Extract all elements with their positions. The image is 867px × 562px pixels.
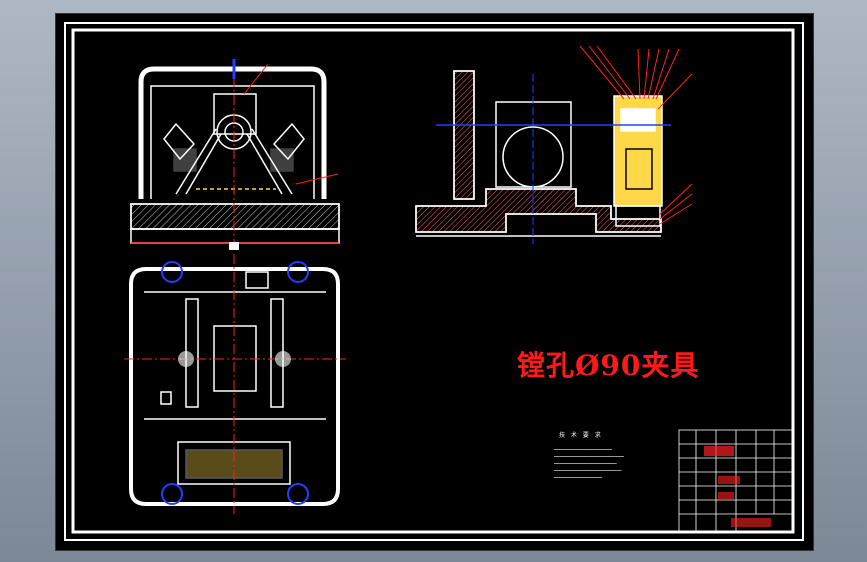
- technical-requirements-title: 技 术 要 求: [559, 432, 603, 439]
- note-line: ━━━━━━━━━━━━━━━━━━━━━━━━━━: [554, 461, 617, 466]
- cad-viewport[interactable]: 镗孔Ø90夹具 技 术 要 求 ━━━━━━━━━━━━━━━━━━━━━━━━…: [55, 13, 814, 551]
- front-marker: [229, 242, 239, 250]
- outer-frame: [64, 22, 804, 541]
- note-line: ━━━━━━━━━━━━━━━━━━━━━━━━━━━━━: [554, 454, 624, 459]
- drawing-title: 镗孔Ø90夹具: [517, 349, 700, 382]
- technical-requirements-notes: ━━━━━━━━━━━━━━━━━━━━━━━━ ━━━━━━━━━━━━━━━…: [554, 446, 624, 481]
- note-line: ━━━━━━━━━━━━━━━━━━━━: [554, 475, 603, 480]
- inner-frame: [71, 28, 795, 534]
- front-view: [130, 66, 340, 244]
- side-leader-lines: [579, 45, 693, 225]
- side-view: [415, 70, 663, 237]
- cad-drawing: [64, 22, 804, 541]
- front-leader-2: [295, 173, 339, 185]
- note-line: ━━━━━━━━━━━━━━━━━━━━━━━━━━━━: [554, 468, 622, 473]
- title-block: [678, 429, 793, 532]
- top-locating-pins: [161, 261, 309, 505]
- front-leader-1: [243, 63, 269, 95]
- note-line: ━━━━━━━━━━━━━━━━━━━━━━━━: [554, 447, 612, 452]
